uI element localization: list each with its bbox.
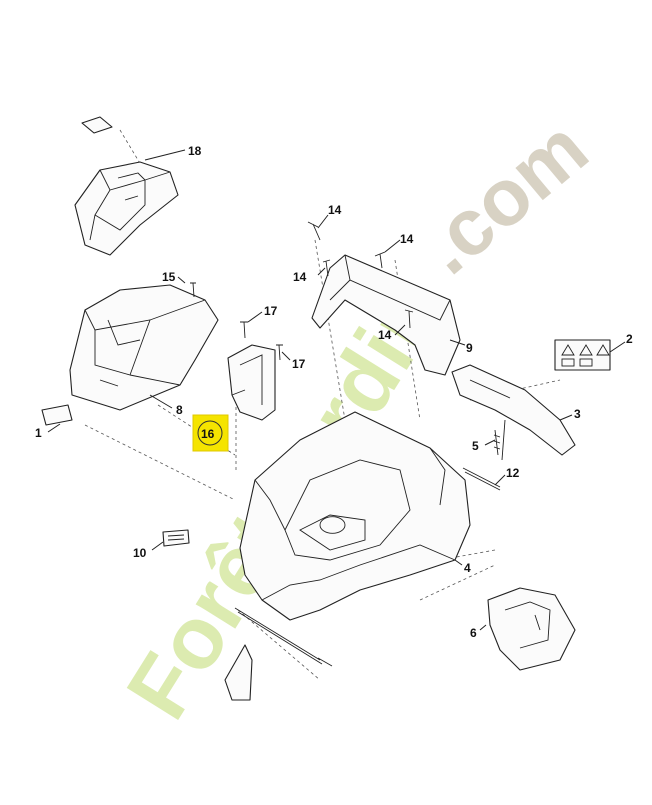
- callout-1: 1: [35, 426, 42, 440]
- callout-8: 8: [176, 403, 183, 417]
- part-handle-bracket: [311, 254, 461, 376]
- screw-14-b: [374, 251, 386, 269]
- part-top-sticker: [81, 116, 113, 134]
- part-shaft: [234, 607, 333, 667]
- callout-3: 3: [574, 407, 581, 421]
- part-spring: [493, 419, 506, 461]
- callout-5: 5: [472, 439, 479, 453]
- callout-14-c: 14: [293, 270, 307, 284]
- screws: [190, 221, 414, 361]
- callout-14-d: 14: [378, 328, 392, 342]
- leader-lines: [47, 149, 626, 631]
- callout-15: 15: [162, 270, 176, 284]
- callout-17-a: 17: [264, 304, 278, 318]
- screw-17-b: [276, 344, 283, 361]
- callouts: 18 15 17 17 14 14 14 14 9 2 3 5 12 4 6 8…: [35, 144, 633, 640]
- callout-12: 12: [506, 466, 520, 480]
- callout-17-b: 17: [292, 357, 306, 371]
- callout-10: 10: [133, 546, 147, 560]
- part-bracket: [227, 344, 276, 421]
- screw-15: [190, 282, 196, 298]
- callout-16: 16: [201, 427, 215, 441]
- part-side-flap: [451, 364, 576, 456]
- callout-14-a: 14: [328, 203, 342, 217]
- callout-9: 9: [466, 341, 473, 355]
- part-rear-housing: [487, 587, 576, 671]
- part-label-sticker: [41, 404, 73, 426]
- callout-18: 18: [188, 144, 202, 158]
- part-bottom-fragment: [224, 644, 253, 701]
- callout-6: 6: [470, 626, 477, 640]
- callout-4: 4: [464, 561, 471, 575]
- screw-17-a: [240, 321, 248, 339]
- part-grass-catcher: [69, 284, 219, 411]
- screw-14-d: [404, 309, 414, 329]
- part-warning-sticker: [554, 339, 611, 371]
- highlight-ring: [197, 420, 223, 446]
- callout-14-b: 14: [400, 232, 414, 246]
- watermark-text-com: .com: [404, 103, 604, 291]
- callout-2: 2: [626, 332, 633, 346]
- part-catcher-lid: [74, 161, 179, 256]
- screw-14-c: [322, 259, 331, 277]
- screw-14-a: [307, 221, 321, 241]
- part-rod: [462, 467, 501, 491]
- part-small-label: [162, 529, 190, 547]
